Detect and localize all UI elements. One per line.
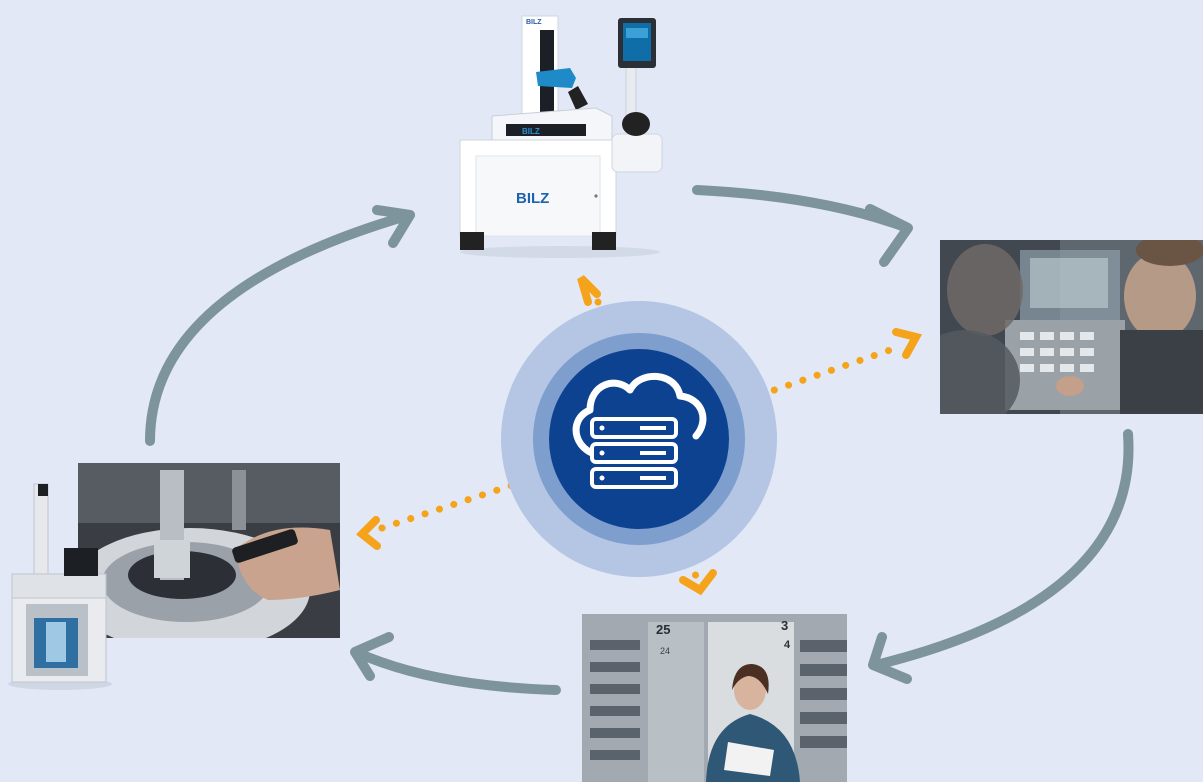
cloud-server-icon [572,373,707,489]
shelf-number: 3 [781,618,788,633]
svg-text:BILZ: BILZ [526,19,542,26]
presetter-brand-label: BILZ [516,190,549,207]
shelf-number: 25 [656,622,670,637]
warehouse-worker-photo: 25 3 4 24 [582,614,847,782]
cycle-arrow-bottom [350,632,561,695]
presetter-brand-small: BILZ [522,127,540,136]
shelf-number: 4 [784,639,791,651]
cycle-arrow-top [692,185,913,267]
cnc-operators-photo [940,240,1203,414]
cloud-hub [501,301,777,577]
shrink-fit-station-image [8,463,340,690]
presetter-machine-image: BILZ BILZ BILZ [459,15,663,258]
cycle-arrows [145,185,1134,695]
cycle-arrow-left [145,205,415,446]
cycle-arrow-right [868,429,1134,684]
shrink-fit-photo [78,463,340,638]
shelf-number: 24 [660,646,670,656]
